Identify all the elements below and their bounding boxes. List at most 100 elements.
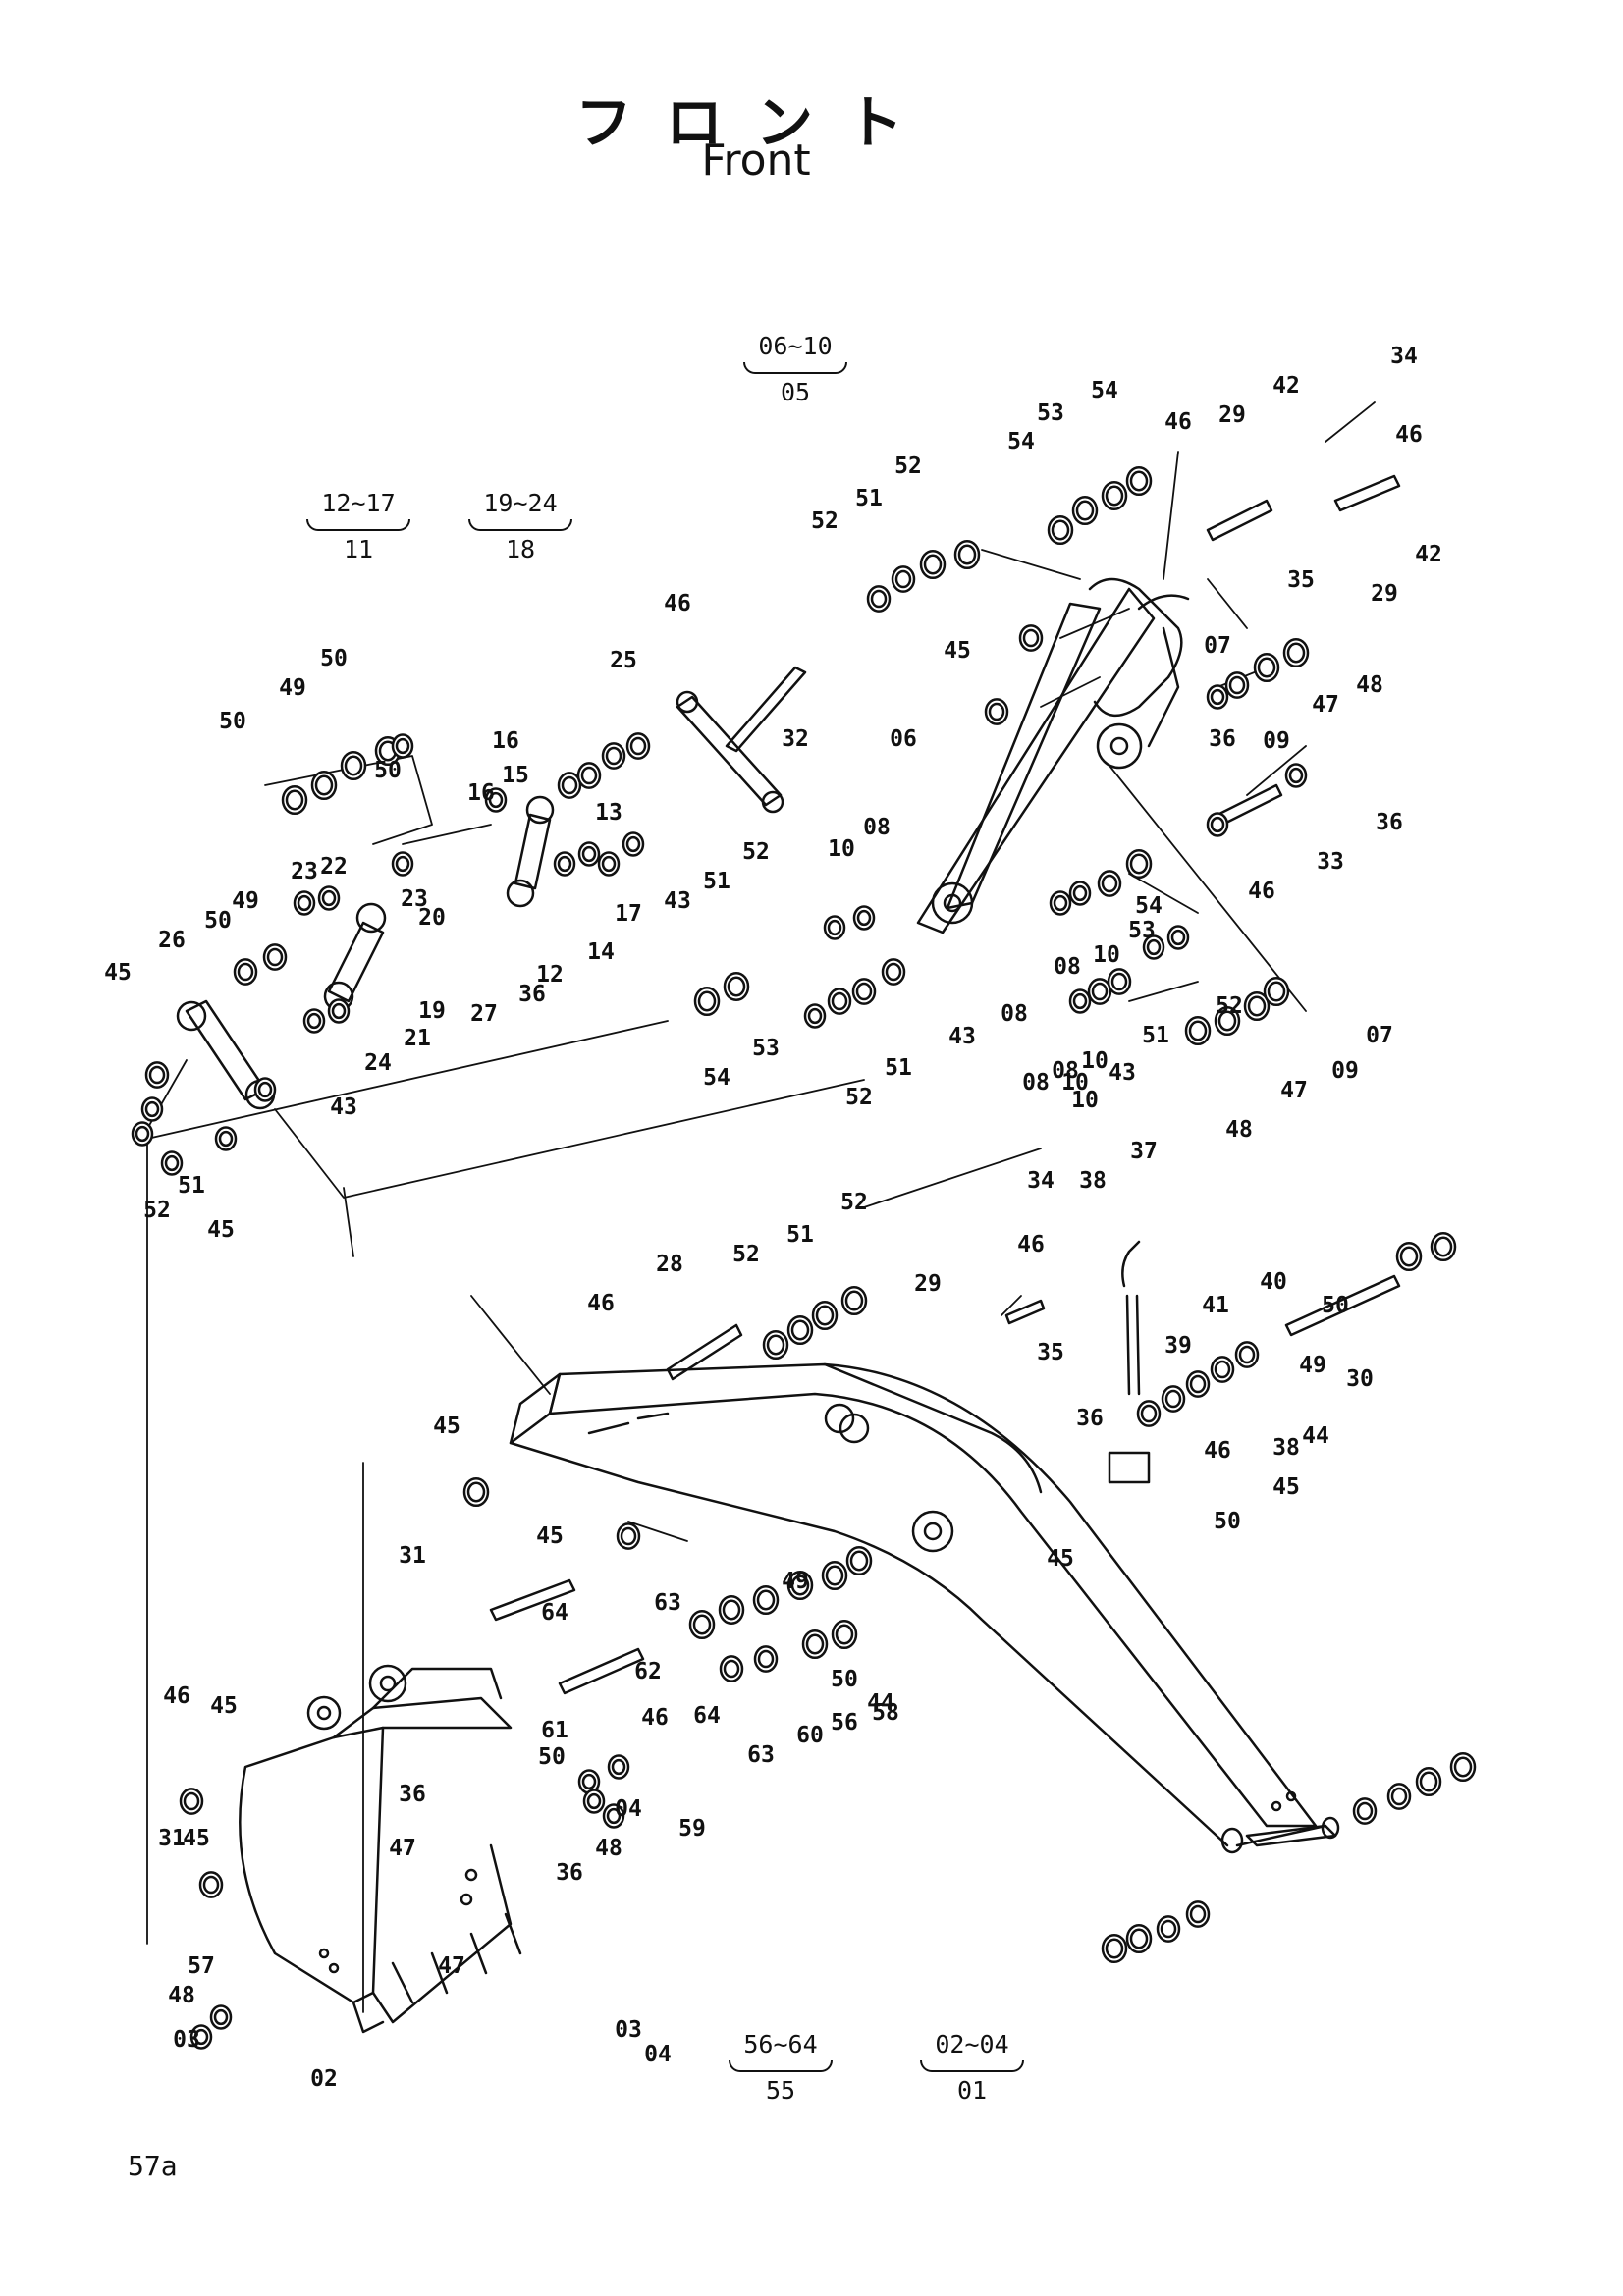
- part-number-label: 07: [1366, 1023, 1393, 1048]
- part-number-label: 45: [1272, 1474, 1300, 1500]
- part-number-label: 49: [1299, 1353, 1326, 1378]
- group-parent: 55: [765, 2076, 796, 2105]
- title-japanese: フロント: [574, 89, 937, 156]
- group-label-bucket: 56~64 55: [717, 2032, 844, 2103]
- part-number-label: 12: [536, 962, 564, 988]
- part-number-label: 43: [948, 1024, 976, 1049]
- part-number-label: 46: [1248, 879, 1275, 904]
- part-number-label: 08: [1054, 954, 1081, 980]
- washer-hole: [625, 835, 641, 853]
- washer-hole: [218, 1130, 234, 1148]
- washer-hole: [855, 982, 873, 1001]
- part-number-label: 42: [1272, 373, 1300, 399]
- group-parent: 05: [780, 378, 811, 406]
- washer-hole: [722, 1599, 741, 1621]
- washer-hole: [894, 569, 912, 589]
- washer-hole: [620, 1526, 637, 1546]
- part-number-label: 53: [752, 1036, 780, 1061]
- group-range: 06~10: [758, 332, 833, 360]
- part-number-label: 45: [210, 1693, 238, 1719]
- part-number-label: 31: [399, 1543, 426, 1569]
- part-number-label: 61: [541, 1718, 568, 1743]
- part-number-label: 36: [1076, 1406, 1104, 1431]
- part-number-label: 50: [204, 908, 232, 934]
- part-number-label: 54: [703, 1065, 730, 1091]
- part-number-label: 10: [1093, 942, 1120, 968]
- part-number-label: 10: [828, 836, 855, 862]
- washer-hole: [1228, 675, 1246, 695]
- bucket-outline: [239, 1664, 522, 2034]
- part-number-label: 52: [143, 1198, 171, 1223]
- part-number-label: 42: [1415, 542, 1442, 567]
- part-number-label: 08: [863, 815, 891, 840]
- part-number-label: 38: [1079, 1168, 1107, 1194]
- washer-hole: [164, 1154, 180, 1172]
- part-number-label: 47: [438, 1953, 465, 1979]
- washer-hole: [1110, 972, 1128, 991]
- washer-hole: [611, 1758, 626, 1776]
- part-number-label: 03: [173, 2027, 200, 2053]
- part-number-label: 50: [1214, 1509, 1241, 1534]
- part-number-label: 57: [188, 1953, 215, 1979]
- washer-hole: [827, 919, 842, 936]
- part-number-label: 46: [587, 1291, 615, 1316]
- part-number-label: 45: [207, 1217, 235, 1243]
- part-number-label: 36: [1209, 726, 1236, 752]
- washer-hole: [1189, 1374, 1207, 1394]
- part-number-label: 50: [320, 646, 348, 671]
- leader-lines: [146, 401, 1376, 2013]
- part-number-label: 09: [1331, 1058, 1359, 1084]
- washer-hole: [885, 962, 902, 982]
- part-number-label: 29: [1218, 402, 1246, 428]
- part-number-label: 45: [1047, 1546, 1074, 1572]
- washer-hole: [727, 976, 746, 997]
- washer-hole: [844, 1290, 864, 1311]
- part-number-label: 23: [401, 886, 428, 912]
- part-number-label: 16: [492, 728, 519, 754]
- part-number-label: 63: [654, 1590, 681, 1616]
- washer-hole: [257, 1081, 273, 1098]
- part-number-label: 02: [310, 2066, 338, 2092]
- part-number-label: 33: [1317, 849, 1344, 875]
- part-number-label: 47: [1280, 1078, 1308, 1103]
- part-number-label: 31: [158, 1826, 186, 1851]
- washer-hole: [1217, 1010, 1237, 1032]
- part-number-label: 46: [1204, 1438, 1231, 1464]
- part-number-label: 52: [1216, 993, 1243, 1019]
- washer-hole: [586, 1792, 602, 1810]
- washer-hole: [757, 1649, 775, 1669]
- part-number-label: 29: [1371, 581, 1398, 607]
- washer-hole: [805, 1633, 825, 1655]
- part-number-label: 43: [664, 888, 691, 914]
- link-parts: [176, 690, 784, 1110]
- part-number-label: 50: [831, 1667, 858, 1692]
- washer-hole: [580, 766, 598, 785]
- part-number-label: 54: [1135, 893, 1163, 919]
- washer-hole: [183, 1791, 200, 1811]
- part-number-label: 08: [1001, 1001, 1028, 1027]
- washer-hole: [1267, 981, 1286, 1002]
- part-number-label: 63: [747, 1742, 775, 1768]
- part-number-label: 10: [1071, 1088, 1099, 1113]
- part-number-label: 58: [872, 1700, 899, 1726]
- part-number-label: 21: [404, 1026, 431, 1051]
- washer-hole: [1210, 688, 1225, 706]
- part-number-label: 45: [536, 1523, 564, 1549]
- part-number-label: 04: [644, 2042, 672, 2067]
- washer-hole: [1188, 1020, 1208, 1041]
- washer-hole: [988, 702, 1005, 721]
- part-number-label: 62: [634, 1659, 662, 1684]
- washer-hole: [605, 746, 622, 766]
- part-number-label: 48: [595, 1836, 622, 1861]
- washer-hole: [1105, 485, 1124, 507]
- group-range: 12~17: [321, 489, 396, 517]
- washer-hole: [1214, 1360, 1231, 1379]
- washer-hole: [1399, 1246, 1419, 1267]
- part-number-label: 49: [232, 888, 259, 914]
- washer-hole: [790, 1319, 810, 1341]
- part-number-label: 53: [1128, 918, 1156, 943]
- washer-hole: [395, 737, 410, 755]
- washer-hole: [1075, 500, 1095, 521]
- washer-hole: [1072, 992, 1088, 1010]
- washer-hole: [314, 774, 334, 796]
